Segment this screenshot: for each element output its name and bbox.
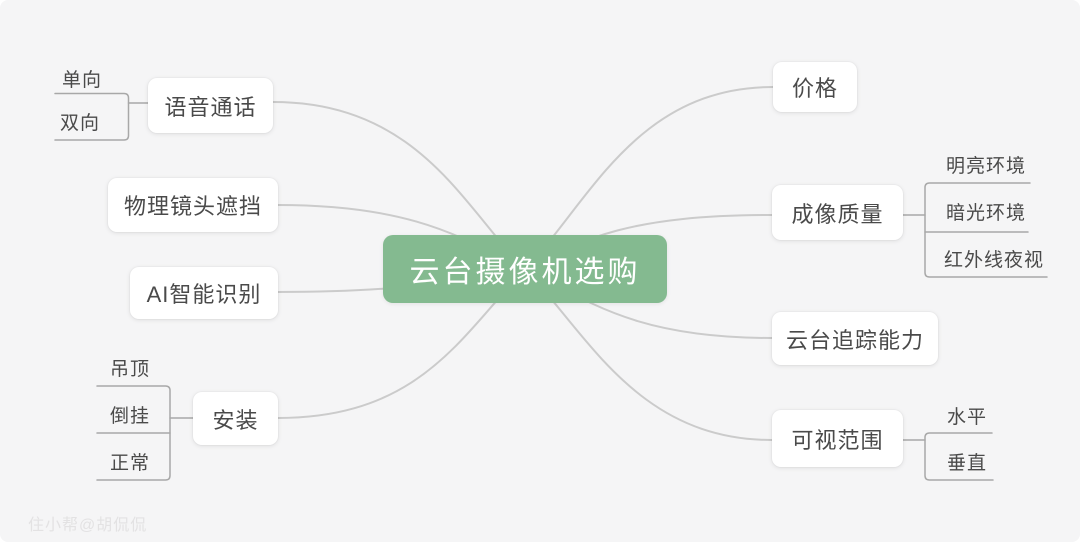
child-label-ceiling[interactable]: 吊顶 [110,359,151,380]
child-label-horizontal[interactable]: 水平 [947,407,988,428]
bracket-imaging-children [924,182,1048,278]
branch-node-price[interactable]: 价格 [773,62,857,112]
bracket-voice-children [54,92,130,141]
branch-node-voice-call[interactable]: 语音通话 [148,78,273,133]
child-label-one-way[interactable]: 单向 [62,70,103,91]
branch-node-ai-recognition[interactable]: AI智能识别 [130,267,278,319]
watermark: 住小帮@胡侃侃 [28,517,148,534]
child-label-bright-env[interactable]: 明亮环境 [946,156,1027,177]
branch-node-lens-cover[interactable]: 物理镜头遮挡 [108,178,278,232]
bracket-range-children [924,432,994,481]
root-node[interactable]: 云台摄像机选购 [383,235,667,303]
child-label-lowlight-env[interactable]: 暗光环境 [946,203,1027,224]
branch-node-imaging-quality[interactable]: 成像质量 [772,185,903,240]
child-label-ir-nightvision[interactable]: 红外线夜视 [944,250,1045,271]
child-label-two-way[interactable]: 双向 [60,113,101,134]
child-label-vertical[interactable]: 垂直 [947,453,988,474]
branch-node-install[interactable]: 安装 [193,392,278,445]
branch-node-view-range[interactable]: 可视范围 [772,410,903,467]
branch-node-tracking[interactable]: 云台追踪能力 [772,312,938,365]
child-label-normal[interactable]: 正常 [110,453,151,474]
child-label-upside-down[interactable]: 倒挂 [110,406,151,427]
